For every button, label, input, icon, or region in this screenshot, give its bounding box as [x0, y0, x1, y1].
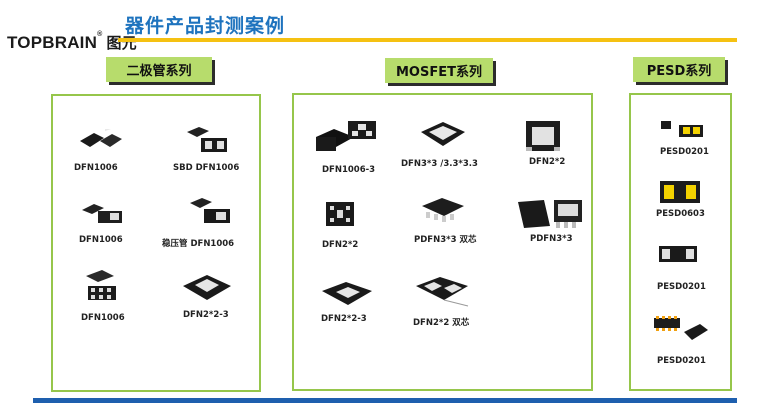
chip-image [320, 279, 374, 309]
category-label-diode: 二极管系列 [106, 57, 212, 82]
package-label: 稳压管 DFN1006 [162, 239, 235, 249]
page-title: 器件产品封测案例 [125, 15, 286, 37]
chip-image [185, 124, 229, 156]
footer-bar [33, 398, 737, 403]
package-label: PDFN3*3 [530, 234, 573, 244]
chip-image [80, 201, 124, 225]
package-label: DFN3*3 /3.3*3.3 [401, 159, 478, 169]
chip-image [420, 194, 466, 224]
title-accent-bar [118, 38, 737, 42]
chip-image [78, 129, 124, 151]
package-label: PDFN3*3 双芯 [414, 235, 477, 245]
chip-image [659, 117, 705, 139]
registered-mark: ® [97, 31, 103, 38]
package-label: DFN2*2 [322, 240, 359, 250]
brand-logo: TOPBRAIN®图元 [7, 31, 137, 53]
package-label: PESD0201 [657, 282, 706, 292]
chip-image [522, 117, 564, 155]
package-label: DFN1006 [74, 163, 118, 173]
chip-image [314, 117, 380, 161]
chip-image [324, 200, 356, 228]
package-label: DFN2*2-3 [321, 314, 367, 324]
package-label: DFN2*2-3 [183, 310, 229, 320]
package-label: DFN1006 [79, 235, 123, 245]
chip-image [657, 242, 699, 266]
chip-image [414, 274, 470, 308]
category-label-mosfet: MOSFET系列 [385, 58, 493, 83]
package-label: DFN2*2 [529, 157, 566, 167]
package-label: SBD DFN1006 [173, 163, 240, 173]
chip-image [188, 195, 232, 227]
package-label: DFN2*2 双芯 [413, 318, 470, 328]
panel-pesd [629, 93, 732, 391]
chip-image [181, 272, 233, 304]
package-label: PESD0201 [660, 147, 709, 157]
package-label: PESD0201 [657, 356, 706, 366]
brand-name: TOPBRAIN [7, 33, 98, 52]
category-label-pesd: PESD系列 [633, 57, 725, 82]
chip-image [419, 118, 467, 152]
chip-image [658, 179, 702, 205]
package-label: DFN1006 [81, 313, 125, 323]
chip-image [516, 196, 586, 232]
chip-image [84, 268, 120, 304]
package-label: DFN1006-3 [322, 165, 376, 175]
chip-image [652, 314, 710, 344]
package-label: PESD0603 [656, 209, 705, 219]
